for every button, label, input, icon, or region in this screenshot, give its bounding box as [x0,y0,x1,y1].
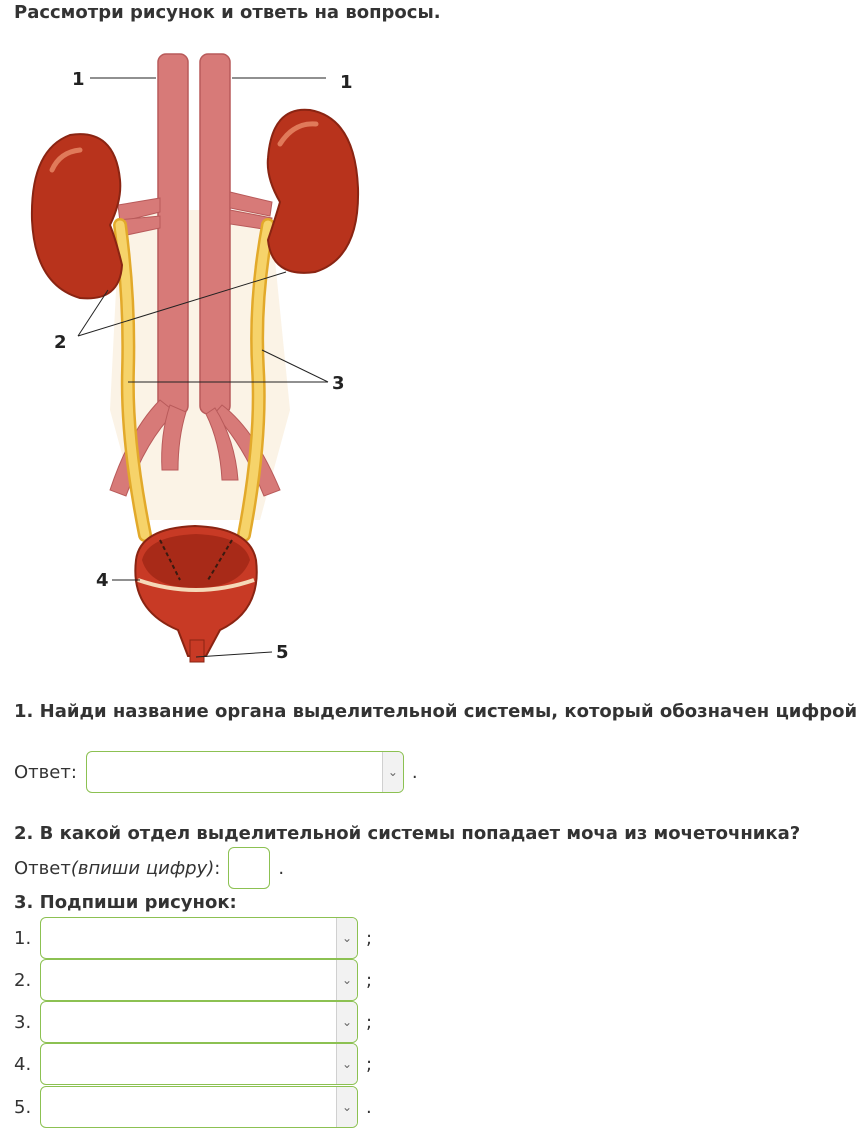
iliac-vessel-left-2 [161,404,187,471]
bladder-inner [142,534,250,588]
label-row-punct: ; [366,1053,373,1075]
question-2-answer-row: Ответ (впиши цифру): . [14,847,284,889]
question-1-answer-row: Ответ: ⌄ . [14,751,418,793]
answer-hint: (впиши цифру) [70,857,215,879]
leader-line-5 [195,651,273,658]
kidney-left [30,133,124,300]
label-2-select[interactable]: ⌄ [40,959,358,1001]
label-row-5: 5. ⌄ . [14,1086,372,1128]
leader-line-3b [261,349,329,383]
label-row-number: 2. [14,969,32,991]
label-5-select[interactable]: ⌄ [40,1086,358,1128]
chevron-down-icon[interactable]: ⌄ [336,1002,357,1042]
label-1-select[interactable]: ⌄ [40,917,358,959]
chevron-down-icon[interactable]: ⌄ [381,752,403,792]
label-row-punct: . [366,1096,372,1118]
bladder-wall [137,578,255,592]
leader-line-2a [77,289,109,337]
label-row-4: 4. ⌄ ; [14,1043,372,1085]
leader-line-2b [77,271,287,337]
kidney-right-highlight [277,121,319,147]
chevron-down-icon[interactable]: ⌄ [336,918,357,958]
figure-label-5: 5 [276,642,289,663]
chevron-down-icon[interactable]: ⌄ [336,1087,357,1127]
label-3-select[interactable]: ⌄ [40,1001,358,1043]
ureter-left [115,220,150,540]
figure-label-1-left: 1 [72,69,85,90]
ureter-opening-left [159,539,181,581]
renal-vessel-right [229,191,273,217]
figure-label-4: 4 [96,570,109,591]
label-row-number: 3. [14,1011,32,1033]
label-row-number: 4. [14,1053,32,1075]
iliac-vessel-left [109,399,176,497]
answer-colon: : [214,857,221,879]
question-1-text: 1. Найди название органа выделительной с… [14,701,860,722]
label-4-select[interactable]: ⌄ [40,1043,358,1085]
urinary-system-illustration: 1 1 2 3 4 5 [30,53,360,663]
label-row-1: 1. ⌄ ; [14,917,372,959]
label-row-punct: ; [366,1011,373,1033]
iliac-vessel-right [213,404,281,497]
figure-label-3: 3 [332,373,345,394]
task-title: Рассмотри рисунок и ответь на вопросы. [14,2,441,23]
label-row-number: 5. [14,1096,32,1118]
label-row-punct: ; [366,969,373,991]
label-row-2: 2. ⌄ ; [14,959,372,1001]
question-1: 1. Найди название органа выделительной с… [14,698,860,723]
chevron-down-icon[interactable]: ⌄ [336,960,357,1000]
aorta-vessel [157,53,189,415]
urethra [189,639,205,663]
answer-label: Ответ [14,857,71,879]
kidney-left-highlight [49,147,83,173]
figure-label-1-right: 1 [340,72,353,93]
label-row-3: 3. ⌄ ; [14,1001,372,1043]
ureter-right [239,220,273,540]
urinary-system-figure: 1 1 2 3 4 5 [10,40,390,680]
iliac-vessel-right-2 [205,407,239,481]
ureter-opening-right [207,539,233,581]
kidney-right [266,108,360,274]
figure-label-2: 2 [54,332,67,353]
label-row-number: 1. [14,927,32,949]
vena-cava-vessel [199,53,231,415]
chevron-down-icon[interactable]: ⌄ [336,1044,357,1084]
question-2: 2. В какой отдел выделительной системы п… [14,823,801,844]
question-2-answer-input[interactable] [228,847,271,889]
answer-period: . [278,857,285,879]
question-3: 3. Подпиши рисунок: [14,892,237,913]
answer-period: . [411,761,418,783]
label-row-punct: ; [366,927,373,949]
answer-label: Ответ: [14,761,77,783]
renal-vessel-left [117,197,161,223]
question-1-answer-select[interactable]: ⌄ [85,751,404,793]
